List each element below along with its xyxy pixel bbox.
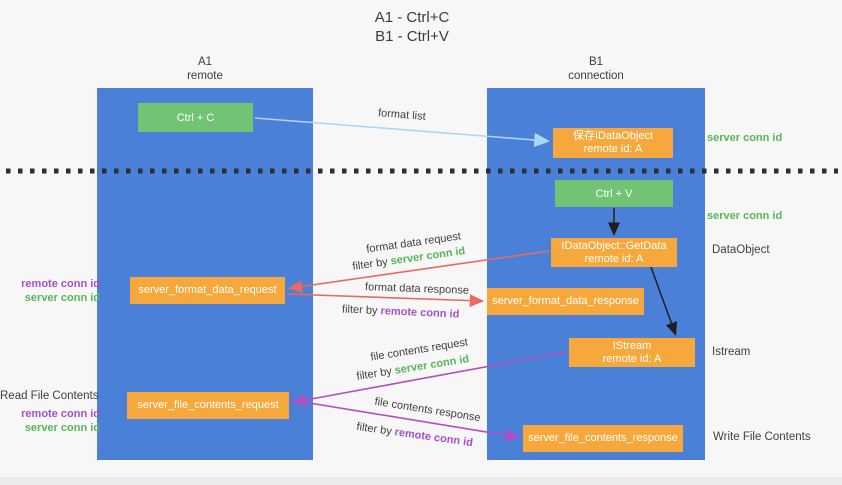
column-a1-name: A1: [197, 56, 213, 68]
filter-prefix: filter by: [341, 303, 381, 318]
filter-prefix: filter by: [355, 364, 396, 383]
column-header-a1: A1 remote: [97, 55, 313, 83]
filter-prefix: filter by: [351, 255, 392, 273]
node-server-file-contents-response-label: server_file_contents_response: [528, 432, 678, 444]
node-idataobject-getdata: IDataObject::GetData remote id: A: [551, 238, 677, 267]
diagram-title: A1 - Ctrl+C B1 - Ctrl+V: [312, 8, 512, 46]
label-format-data-response: format data response: [364, 281, 470, 297]
filter-key-remote-conn-id: remote conn id: [380, 305, 460, 321]
column-a1-subtitle: remote: [187, 70, 223, 82]
node-server-format-data-request: server_format_data_request: [130, 277, 285, 304]
annotation-write-file-contents: Write File Contents: [713, 431, 811, 443]
node-save-idataobject: 保存IDataObject remote id: A: [553, 128, 673, 158]
node-getdata-line2: remote id: A: [584, 252, 644, 265]
annotation-remote-conn-id-2: remote conn id: [21, 408, 100, 420]
node-ctrl-v-label: Ctrl + V: [595, 187, 633, 200]
column-header-b1: B1 connection: [487, 55, 705, 83]
column-b1-subtitle: connection: [568, 70, 624, 82]
annotation-remote-conn-id-1: remote conn id: [21, 278, 100, 290]
label-file-contents-response: file contents response: [373, 395, 482, 425]
annotation-dataobject: DataObject: [712, 244, 770, 256]
label-filter-by-remote-conn-id-2: filter by remote conn id: [356, 421, 474, 449]
node-ctrl-c: Ctrl + C: [138, 103, 253, 132]
node-save-idataobject-line2: remote id: A: [583, 143, 643, 155]
node-server-file-contents-request: server_file_contents_request: [127, 392, 289, 419]
node-server-file-contents-request-label: server_file_contents_request: [137, 399, 279, 411]
node-istream: IStream remote id: A: [569, 338, 695, 367]
node-ctrl-c-label: Ctrl + C: [176, 111, 215, 124]
horizontal-scrollbar[interactable]: [0, 477, 842, 485]
diagram-title-line2: B1 - Ctrl+V: [375, 28, 449, 45]
column-b1-name: B1: [588, 56, 604, 68]
node-save-idataobject-line1: 保存IDataObject: [572, 130, 654, 142]
diagram-title-line1: A1 - Ctrl+C: [374, 9, 450, 26]
label-format-list: format list: [377, 107, 427, 123]
node-getdata-line1: IDataObject::GetData: [561, 239, 667, 252]
node-ctrl-v: Ctrl + V: [555, 180, 673, 207]
annotation-server-conn-id-top: server conn id: [707, 132, 783, 144]
node-istream-line1: IStream: [612, 339, 652, 352]
annotation-server-conn-id-1: server conn id: [24, 292, 100, 304]
node-server-file-contents-response: server_file_contents_response: [523, 425, 683, 452]
filter-prefix: filter by: [355, 420, 396, 439]
annotation-read-file-contents: Read File Contents: [0, 390, 99, 402]
filter-key-remote-conn-id: remote conn id: [393, 426, 474, 450]
annotation-server-conn-id-mid: server conn id: [707, 210, 783, 222]
label-filter-by-remote-conn-id-1: filter by remote conn id: [342, 303, 460, 320]
node-istream-line2: remote id: A: [602, 352, 662, 365]
annotation-istream: Istream: [712, 346, 751, 358]
node-server-format-data-response-label: server_format_data_response: [492, 295, 639, 307]
annotation-server-conn-id-2: server conn id: [24, 422, 100, 434]
node-server-format-data-response: server_format_data_response: [487, 288, 644, 315]
node-server-format-data-request-label: server_format_data_request: [138, 284, 277, 296]
